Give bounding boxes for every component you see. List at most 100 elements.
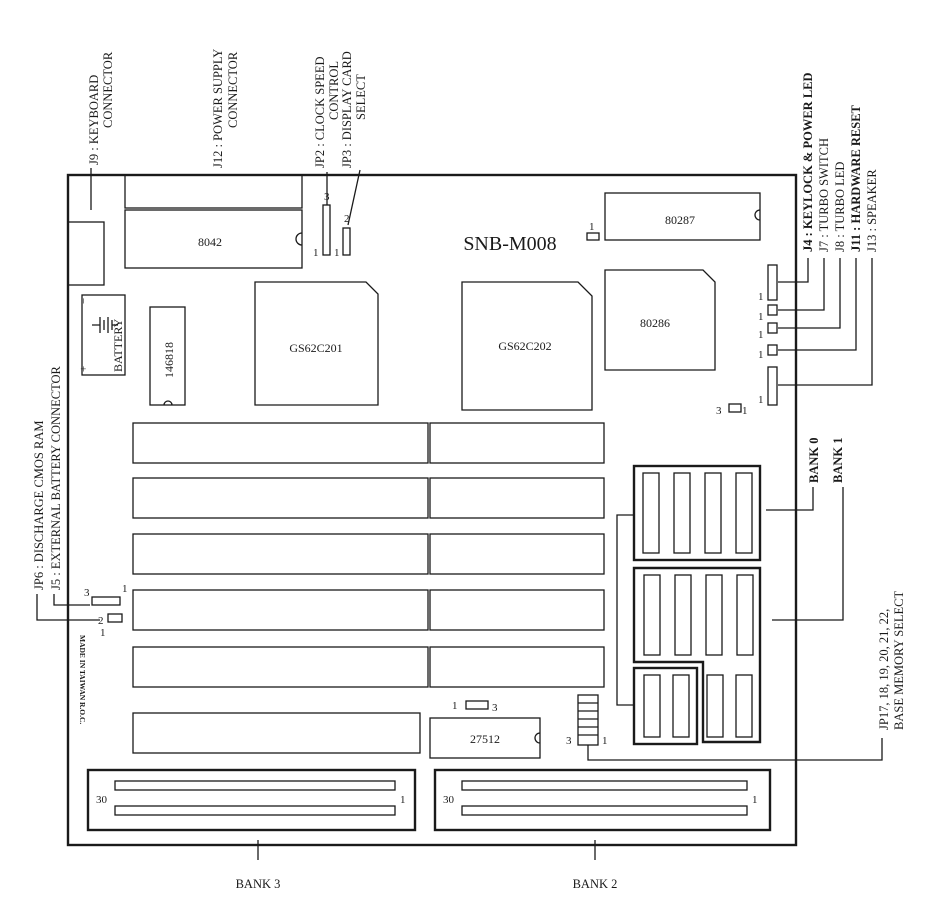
j9-label: J9 : KEYBOARD: [87, 75, 101, 165]
expansion-slot-ext: [429, 533, 605, 575]
connector-row: [461, 805, 748, 816]
chip-gs62c201-label: GS62C201: [289, 341, 342, 355]
bank-small-block: [632, 666, 699, 746]
chip-146818: [149, 306, 186, 406]
j8-connector: [767, 322, 778, 334]
chip-8042: [124, 209, 303, 269]
jp2-jumper: [322, 204, 331, 256]
pin-label: 1: [602, 735, 608, 747]
notch: [534, 732, 541, 744]
pin-label: 2: [98, 615, 104, 627]
pin-label: 3: [324, 191, 330, 203]
expansion-slot: [132, 646, 429, 688]
memory-socket: [705, 574, 723, 656]
pin-label: 1: [313, 247, 319, 259]
chip-8042-label: 8042: [198, 235, 222, 249]
chip-gs62c202: [461, 281, 593, 411]
notch: [295, 232, 303, 246]
connector-row: [114, 805, 396, 816]
small-jumper: [586, 232, 600, 241]
expansion-slots: [132, 422, 605, 754]
pin-label: 3: [716, 405, 722, 417]
battery-icon: [92, 317, 118, 333]
j12-label-2: CONNECTOR: [226, 51, 240, 128]
jp17-leader: [587, 738, 883, 761]
bank1-label: BANK 1: [831, 438, 845, 484]
memory-socket: [735, 472, 753, 554]
memory-socket: [735, 674, 753, 738]
pin-label: 30: [96, 794, 108, 806]
pin-label: 1: [758, 394, 764, 406]
connector-row: [461, 780, 748, 791]
expansion-slot: [132, 589, 429, 631]
j4-label: J4 : KEYLOCK & POWER LED: [801, 72, 815, 252]
chip-80286-label: 80286: [640, 316, 670, 330]
connector-row: [114, 780, 396, 791]
pin-label: 3: [492, 702, 498, 714]
top-labels: J9 : KEYBOARD CONNECTOR J12 : POWER SUPP…: [87, 49, 368, 226]
j12-label: J12 : POWER SUPPLY: [211, 49, 225, 168]
memory-socket: [704, 472, 722, 554]
chip-146818-label: 146818: [162, 342, 176, 378]
keyboard-connector: [67, 221, 105, 286]
pin-label: 1: [400, 794, 406, 806]
pin-label: 2: [344, 213, 350, 225]
pin-label: 1: [452, 700, 458, 712]
chip-gs62c201: [254, 281, 379, 406]
battery: [81, 294, 126, 376]
j11-label: J11 : HARDWARE RESET: [849, 104, 863, 252]
pin-label: 1: [100, 627, 106, 639]
pin-label: 30: [443, 794, 455, 806]
pin-label: 3: [84, 587, 90, 599]
bank-link: [616, 514, 634, 706]
base-memory-jumpers: 3 1: [566, 694, 608, 747]
expansion-slot-ext: [429, 477, 605, 519]
chip-80287-label: 80287: [665, 213, 695, 227]
pin-label: 1: [589, 221, 595, 233]
j13-connector: [767, 366, 778, 406]
jp17-label: JP17, 18, 19, 20, 21, 22,: [877, 609, 891, 730]
memory-socket: [673, 472, 691, 554]
expansion-slot-ext: [429, 646, 605, 688]
expansion-slot: [132, 477, 429, 519]
jp3-label-2: SELECT: [354, 74, 368, 120]
memory-socket: [672, 674, 690, 738]
j4-connector: [767, 264, 778, 301]
pin-label: 3: [566, 735, 572, 747]
chip-80287: [604, 192, 761, 241]
power-supply-connector: [124, 174, 303, 209]
memory-socket: [642, 472, 660, 554]
j7-label: J7 : TURBO SWITCH: [817, 138, 831, 252]
jumper-dividers: [578, 702, 598, 736]
j7-connector: [767, 304, 778, 316]
jp2-label: JP2 : CLOCK SPEED: [313, 57, 327, 168]
jumper-block: [577, 694, 599, 746]
jp3-jumper: [342, 227, 351, 256]
expansion-slot: [132, 422, 429, 464]
j8-label: J8 : TURBO LED: [833, 162, 847, 252]
battery-plus: +: [78, 366, 90, 372]
battery-label: BATTERY: [111, 318, 125, 372]
memory-socket: [674, 574, 692, 656]
bank0-block: [632, 464, 762, 562]
memory-socket: [643, 674, 661, 738]
notch: [754, 209, 761, 221]
bank1-block: [632, 566, 762, 744]
jp17-label-2: BASE MEMORY SELECT: [892, 590, 906, 730]
expansion-slot: [132, 712, 421, 754]
board-model: SNB-M008: [463, 233, 556, 255]
memory-socket: [736, 574, 754, 656]
pin-label: 1: [758, 329, 764, 341]
j5-jumper: [91, 596, 121, 606]
notch: [163, 400, 173, 406]
bank0-label: BANK 0: [807, 438, 821, 484]
memory-socket: [706, 674, 724, 738]
j11-connector: [767, 344, 778, 356]
j9-label-2: CONNECTOR: [101, 51, 115, 128]
panel-leaders: [778, 258, 873, 386]
pin-label: 1: [758, 311, 764, 323]
bank3-connector: [86, 768, 417, 832]
chip-80286: [604, 269, 716, 371]
left-labels: JP6 : DISCHARGE CMOS RAM J5 : EXTERNAL B…: [32, 365, 128, 639]
